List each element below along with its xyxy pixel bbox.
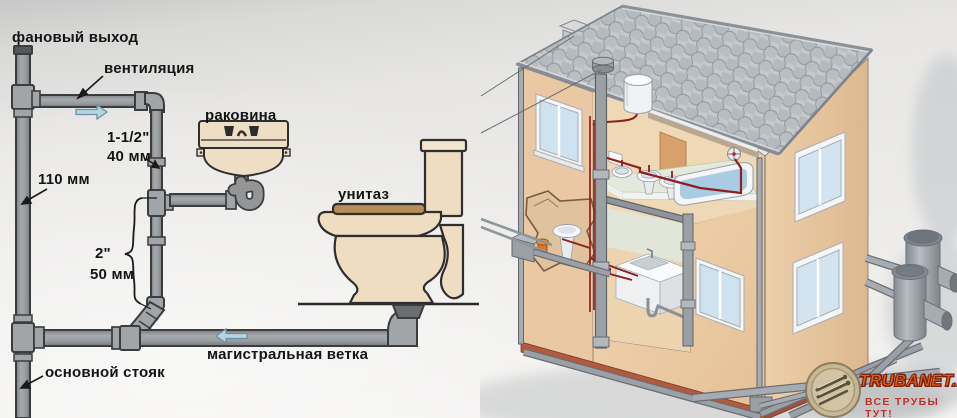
window-right-upper — [794, 131, 846, 223]
window-front-lower — [695, 257, 745, 333]
label-sink: раковина — [205, 107, 277, 124]
label-main-branch: магистральная ветка — [207, 346, 369, 363]
water-heater — [623, 73, 653, 115]
label-ventilation: вентиляция — [104, 60, 195, 77]
main-stack-pipe — [11, 45, 45, 418]
faucet-wheel — [727, 147, 741, 161]
overhead-wires — [480, 35, 602, 134]
logo-emblem — [805, 362, 861, 418]
sink-illustration — [196, 120, 291, 178]
window-right-lower — [792, 241, 844, 335]
sink-trap — [169, 174, 265, 211]
label-main-riser: основной стояк — [45, 364, 165, 381]
main-branch-pipe — [43, 304, 426, 351]
label-pipe50-inch: 2" — [95, 245, 111, 262]
flow-arrow-right-icon — [75, 103, 109, 121]
watermark-tagline: ВСЕ ТРУБЫ ТУТ! — [865, 396, 940, 418]
interior-drain-pipes — [599, 194, 696, 347]
vent-cap — [592, 56, 614, 74]
ventilation-pipe — [35, 91, 165, 113]
window-left-wing — [533, 93, 585, 173]
house-illustration — [480, 4, 957, 418]
exterior-pipes — [480, 217, 941, 418]
watermark-site-name: TRUBANET.RU — [859, 372, 957, 391]
label-pipe40-mm: 40 мм — [107, 148, 152, 165]
downspouts — [510, 67, 773, 413]
flow-arrow-left-icon — [214, 327, 248, 345]
windows — [533, 93, 846, 335]
label-pipe110-mm: 110 мм — [38, 171, 90, 188]
toilet-illustration — [317, 138, 468, 305]
bathroom-interior — [593, 92, 759, 225]
label-fan-outlet: фановый выход — [12, 29, 139, 46]
label-pointer-lines — [19, 75, 161, 389]
schematic-drawing — [11, 45, 479, 418]
sewer-cleanout — [891, 229, 957, 342]
label-toilet: унитаз — [338, 186, 390, 203]
label-pipe40-inch: 1-1/2" — [107, 129, 150, 146]
label-pipe50-mm: 50 мм — [90, 266, 135, 283]
size-brace — [124, 197, 157, 310]
kitchen-interior — [593, 205, 694, 352]
